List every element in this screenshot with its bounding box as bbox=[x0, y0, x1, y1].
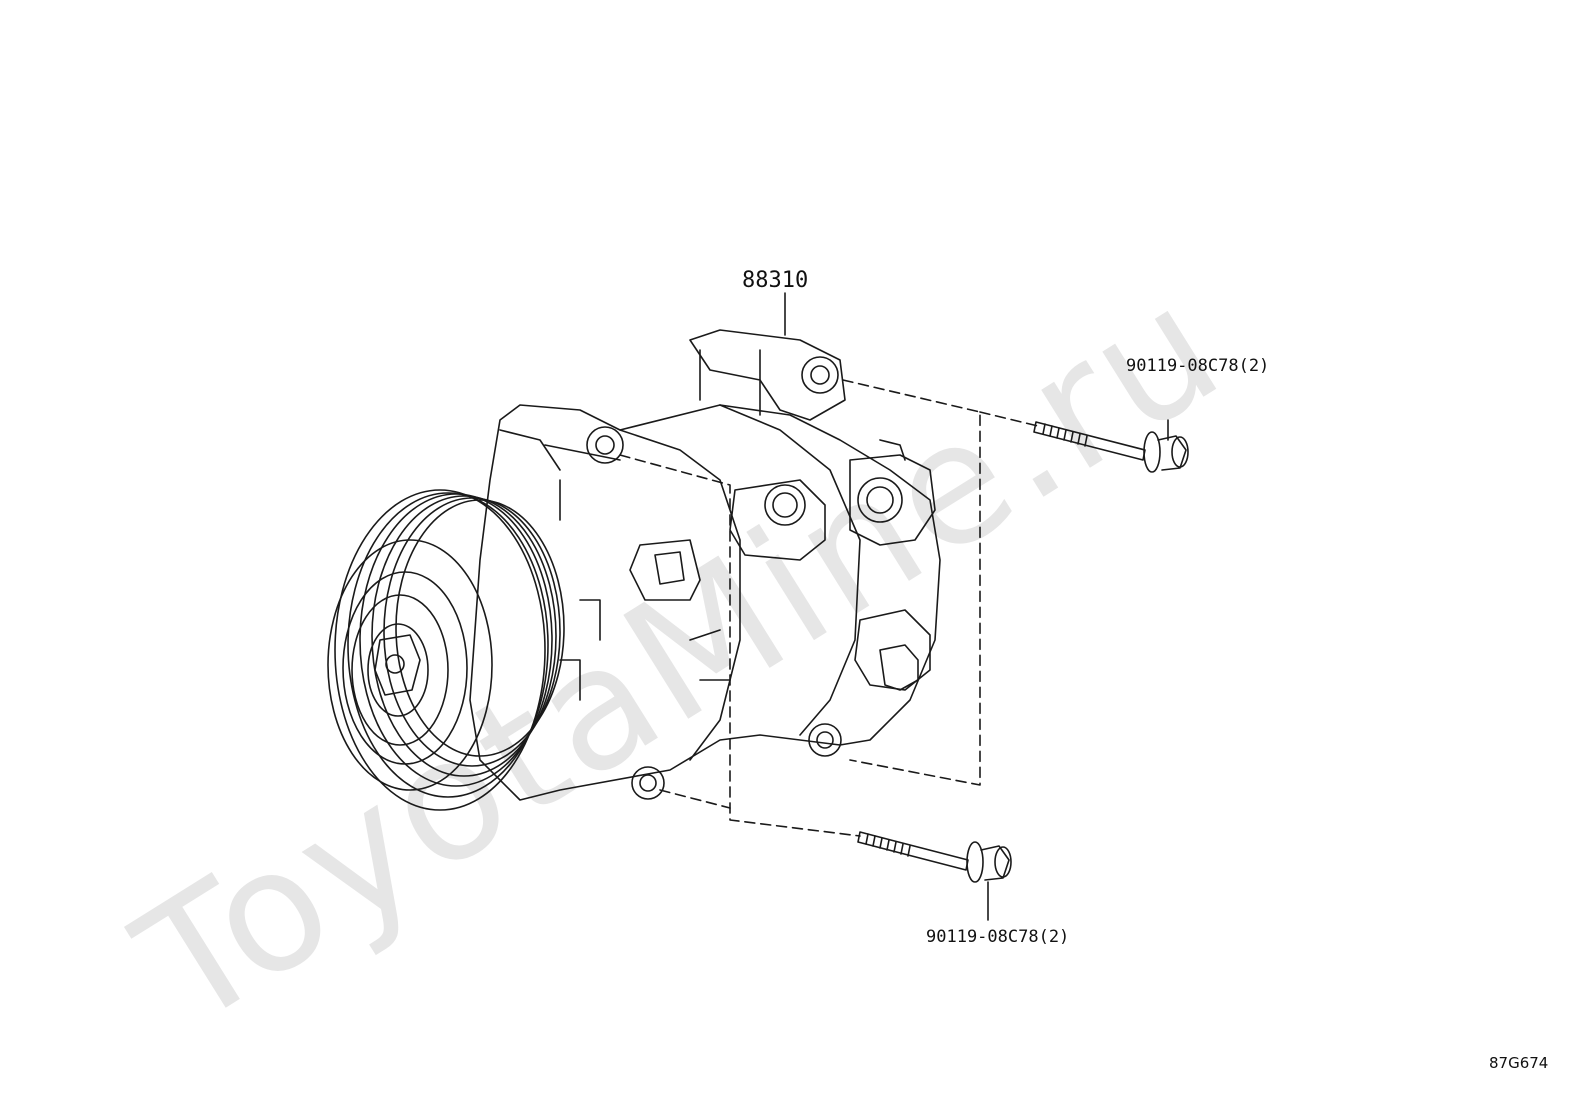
part-number-compressor[interactable]: 88310 bbox=[742, 268, 809, 293]
part-number-bolt-top[interactable]: 90119-08C78(2) bbox=[1126, 356, 1270, 376]
bolt-bottom bbox=[857, 831, 1012, 921]
compressor-body bbox=[469, 329, 941, 801]
assembly-lines bbox=[619, 379, 1039, 837]
bolt-top bbox=[1033, 419, 1189, 473]
pulley bbox=[327, 489, 565, 811]
part-number-bolt-bottom[interactable]: 90119-08C78(2) bbox=[926, 927, 1070, 947]
diagram-code: 87G674 bbox=[1489, 1054, 1549, 1072]
